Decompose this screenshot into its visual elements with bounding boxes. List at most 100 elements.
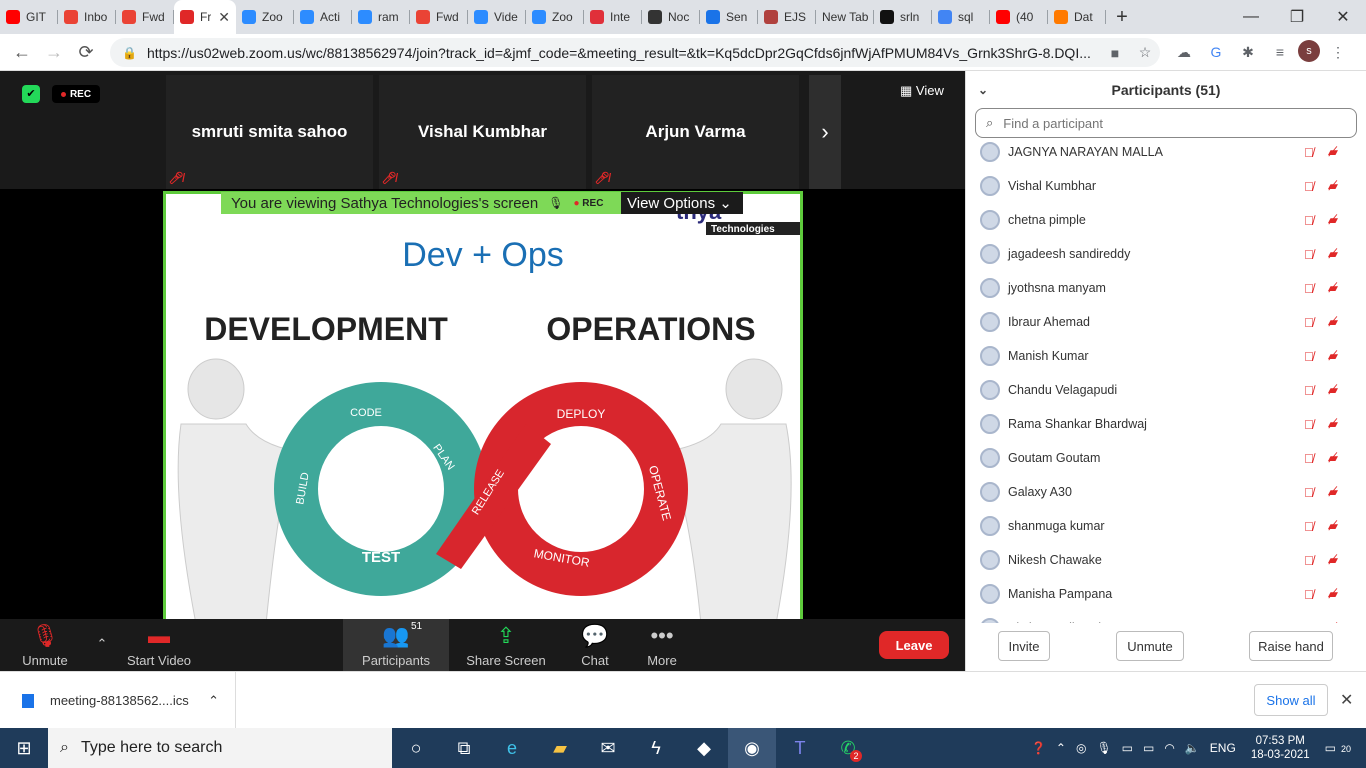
leave-button[interactable]: Leave	[879, 631, 949, 659]
dropbox-icon[interactable]: ◆	[697, 737, 711, 758]
participant-row[interactable]: JAGNYA NARAYAN MALLA🎙̸▰̸	[966, 135, 1366, 169]
bookmark-star-icon[interactable]: ☆	[1138, 44, 1152, 60]
webcam-icon[interactable]: ◎	[1075, 741, 1087, 755]
collapse-chevron-icon[interactable]: ⌄	[978, 83, 989, 97]
participant-row[interactable]: Goutam Goutam🎙̸▰̸	[966, 441, 1366, 475]
task-view-icon[interactable]: ⧉	[457, 737, 471, 758]
battery-icon[interactable]: ▭	[1143, 741, 1155, 755]
restore-icon[interactable]: ❐	[1289, 9, 1305, 26]
view-options-dropdown[interactable]: View Options ⌄	[621, 192, 743, 214]
chat-button[interactable]: 💬Chat	[575, 619, 615, 671]
cortana-icon[interactable]: ○	[410, 737, 422, 758]
security-shield-icon[interactable]: ✔	[22, 85, 40, 103]
url-text[interactable]: https://us02web.zoom.us/wc/88138562974/j…	[146, 44, 1091, 61]
microphone-icon[interactable]: 🎙	[1096, 741, 1112, 755]
participant-row[interactable]: jagadeesh sandireddy🎙̸▰̸	[966, 237, 1366, 271]
chrome-icon[interactable]: ◉	[728, 728, 776, 768]
cloud-extension-icon[interactable]: ☁	[1177, 43, 1191, 60]
screen-share-tray-icon[interactable]: ▭	[1121, 741, 1134, 755]
close-tab-icon[interactable]: ✕	[218, 8, 230, 25]
wifi-icon[interactable]: ◠	[1164, 741, 1175, 755]
profile-avatar[interactable]: s	[1298, 40, 1320, 62]
download-item[interactable]: meeting-88138562....ics ⌃	[0, 672, 236, 729]
browser-tab[interactable]: Acti	[294, 0, 352, 34]
participant-row[interactable]: Rama Shankar Bhardwaj🎙̸▰̸	[966, 407, 1366, 441]
extensions-puzzle-icon[interactable]: ✱	[1242, 43, 1254, 60]
speaker-icon[interactable]: 🔈	[1184, 741, 1200, 755]
reload-button[interactable]: ⟳	[78, 41, 94, 62]
browser-tab[interactable]: (40	[990, 0, 1048, 34]
browser-tab[interactable]: ram	[352, 0, 410, 34]
language-indicator[interactable]: ENG	[1209, 741, 1236, 755]
browser-tab[interactable]: Fr✕	[174, 0, 236, 34]
participant-row[interactable]: Galaxy A30🎙̸▰̸	[966, 475, 1366, 509]
participant-row[interactable]: Manisha Pampana🎙̸▰̸	[966, 577, 1366, 611]
chrome-menu-icon[interactable]: ⋮	[1331, 43, 1345, 60]
browser-tab[interactable]: Fwd	[410, 0, 468, 34]
windows-start-icon[interactable]: ⊞	[16, 737, 32, 758]
participant-row[interactable]: Vishal Kumbhar🎙̸▰̸	[966, 169, 1366, 203]
unmute-button[interactable]: 🎙Unmute	[18, 619, 72, 671]
browser-tab[interactable]: New Tab	[816, 0, 874, 34]
video-thumbnail[interactable]: smruti smita sahoo🎤︎̸	[166, 75, 373, 189]
mail-icon[interactable]: ✉	[600, 737, 616, 758]
browser-tab[interactable]: Fwd	[116, 0, 174, 34]
start-video-button[interactable]: ▬Start Video	[125, 619, 193, 671]
edge-icon[interactable]: e	[506, 737, 517, 758]
forward-button[interactable]: →	[45, 41, 63, 62]
help-icon[interactable]: ❓	[1030, 741, 1046, 755]
browser-tab[interactable]: Sen	[700, 0, 758, 34]
browser-tab[interactable]: Vide	[468, 0, 526, 34]
raise-hand-button[interactable]: Raise hand	[1249, 631, 1333, 661]
participant-row[interactable]: chetna pimple🎙̸▰̸	[966, 203, 1366, 237]
browser-tab[interactable]: srln	[874, 0, 932, 34]
media-control-icon[interactable]: ≡	[1275, 44, 1285, 60]
participant-row[interactable]: Chandu Velagapudi🎙̸▰̸	[966, 373, 1366, 407]
unmute-all-button[interactable]: Unmute	[1116, 631, 1184, 661]
app-lightning-icon[interactable]: ϟ	[651, 737, 661, 758]
close-icon[interactable]: ✕	[1340, 692, 1354, 709]
taskbar-search[interactable]: ⌕Type here to search	[48, 728, 392, 768]
browser-tab[interactable]: Dat	[1048, 0, 1106, 34]
view-button[interactable]: ▦ View	[900, 83, 944, 98]
browser-tab[interactable]: sql	[932, 0, 990, 34]
invite-button[interactable]: Invite	[998, 631, 1050, 661]
participant-row[interactable]: Ibraur Ahemad🎙̸▰̸	[966, 305, 1366, 339]
browser-tab[interactable]: GIT	[0, 0, 58, 34]
translate-extension-icon[interactable]: G	[1210, 44, 1222, 60]
camera-blocked-icon[interactable]: ■	[1110, 44, 1120, 61]
more-button[interactable]: •••More	[640, 619, 684, 671]
video-thumbnail[interactable]: Vishal Kumbhar🎤︎̸	[379, 75, 586, 189]
participant-search[interactable]: ⌕	[975, 108, 1357, 138]
browser-tab[interactable]: EJS	[758, 0, 816, 34]
browser-tab[interactable]: Inte	[584, 0, 642, 34]
participant-row[interactable]: Akshay Gaikwad🎙̸▰̸	[966, 611, 1366, 623]
participant-row[interactable]: Manish Kumar🎙̸▰̸	[966, 339, 1366, 373]
whatsapp-icon[interactable]: ✆2	[824, 728, 872, 768]
show-all-button[interactable]: Show all	[1254, 684, 1328, 716]
browser-tab[interactable]: Zoo	[236, 0, 294, 34]
chevron-up-icon[interactable]: ⌃	[208, 692, 219, 708]
participant-row[interactable]: jyothsna manyam🎙̸▰̸	[966, 271, 1366, 305]
video-thumbnail[interactable]: Arjun Varma🎤︎̸	[592, 75, 799, 189]
share-screen-button[interactable]: ⇪Share Screen	[466, 619, 546, 671]
browser-tab[interactable]: Inbo	[58, 0, 116, 34]
new-tab-icon[interactable]: +	[1116, 5, 1128, 28]
back-button[interactable]: ←	[13, 41, 31, 62]
participant-row[interactable]: shanmuga kumar🎙̸▰̸	[966, 509, 1366, 543]
participant-search-input[interactable]	[1003, 115, 1324, 131]
chevron-up-icon[interactable]: ⌃	[1055, 741, 1066, 755]
close-window-icon[interactable]: ✕	[1336, 9, 1350, 26]
minimize-icon[interactable]: —	[1243, 8, 1259, 25]
participant-row[interactable]: Nikesh Chawake🎙̸▰̸	[966, 543, 1366, 577]
teams-icon[interactable]: T	[794, 737, 806, 758]
browser-tab[interactable]: Noc	[642, 0, 700, 34]
next-page-arrow-icon[interactable]: ›	[809, 75, 841, 189]
audio-options-chevron-icon[interactable]: ⌃	[96, 635, 108, 651]
file-explorer-icon[interactable]: ▰	[553, 737, 567, 758]
browser-tab[interactable]: Zoo	[526, 0, 584, 34]
address-bar[interactable]: 🔒 https://us02web.zoom.us/wc/88138562974…	[110, 38, 1160, 67]
notifications-icon[interactable]: ▭20	[1324, 741, 1351, 755]
